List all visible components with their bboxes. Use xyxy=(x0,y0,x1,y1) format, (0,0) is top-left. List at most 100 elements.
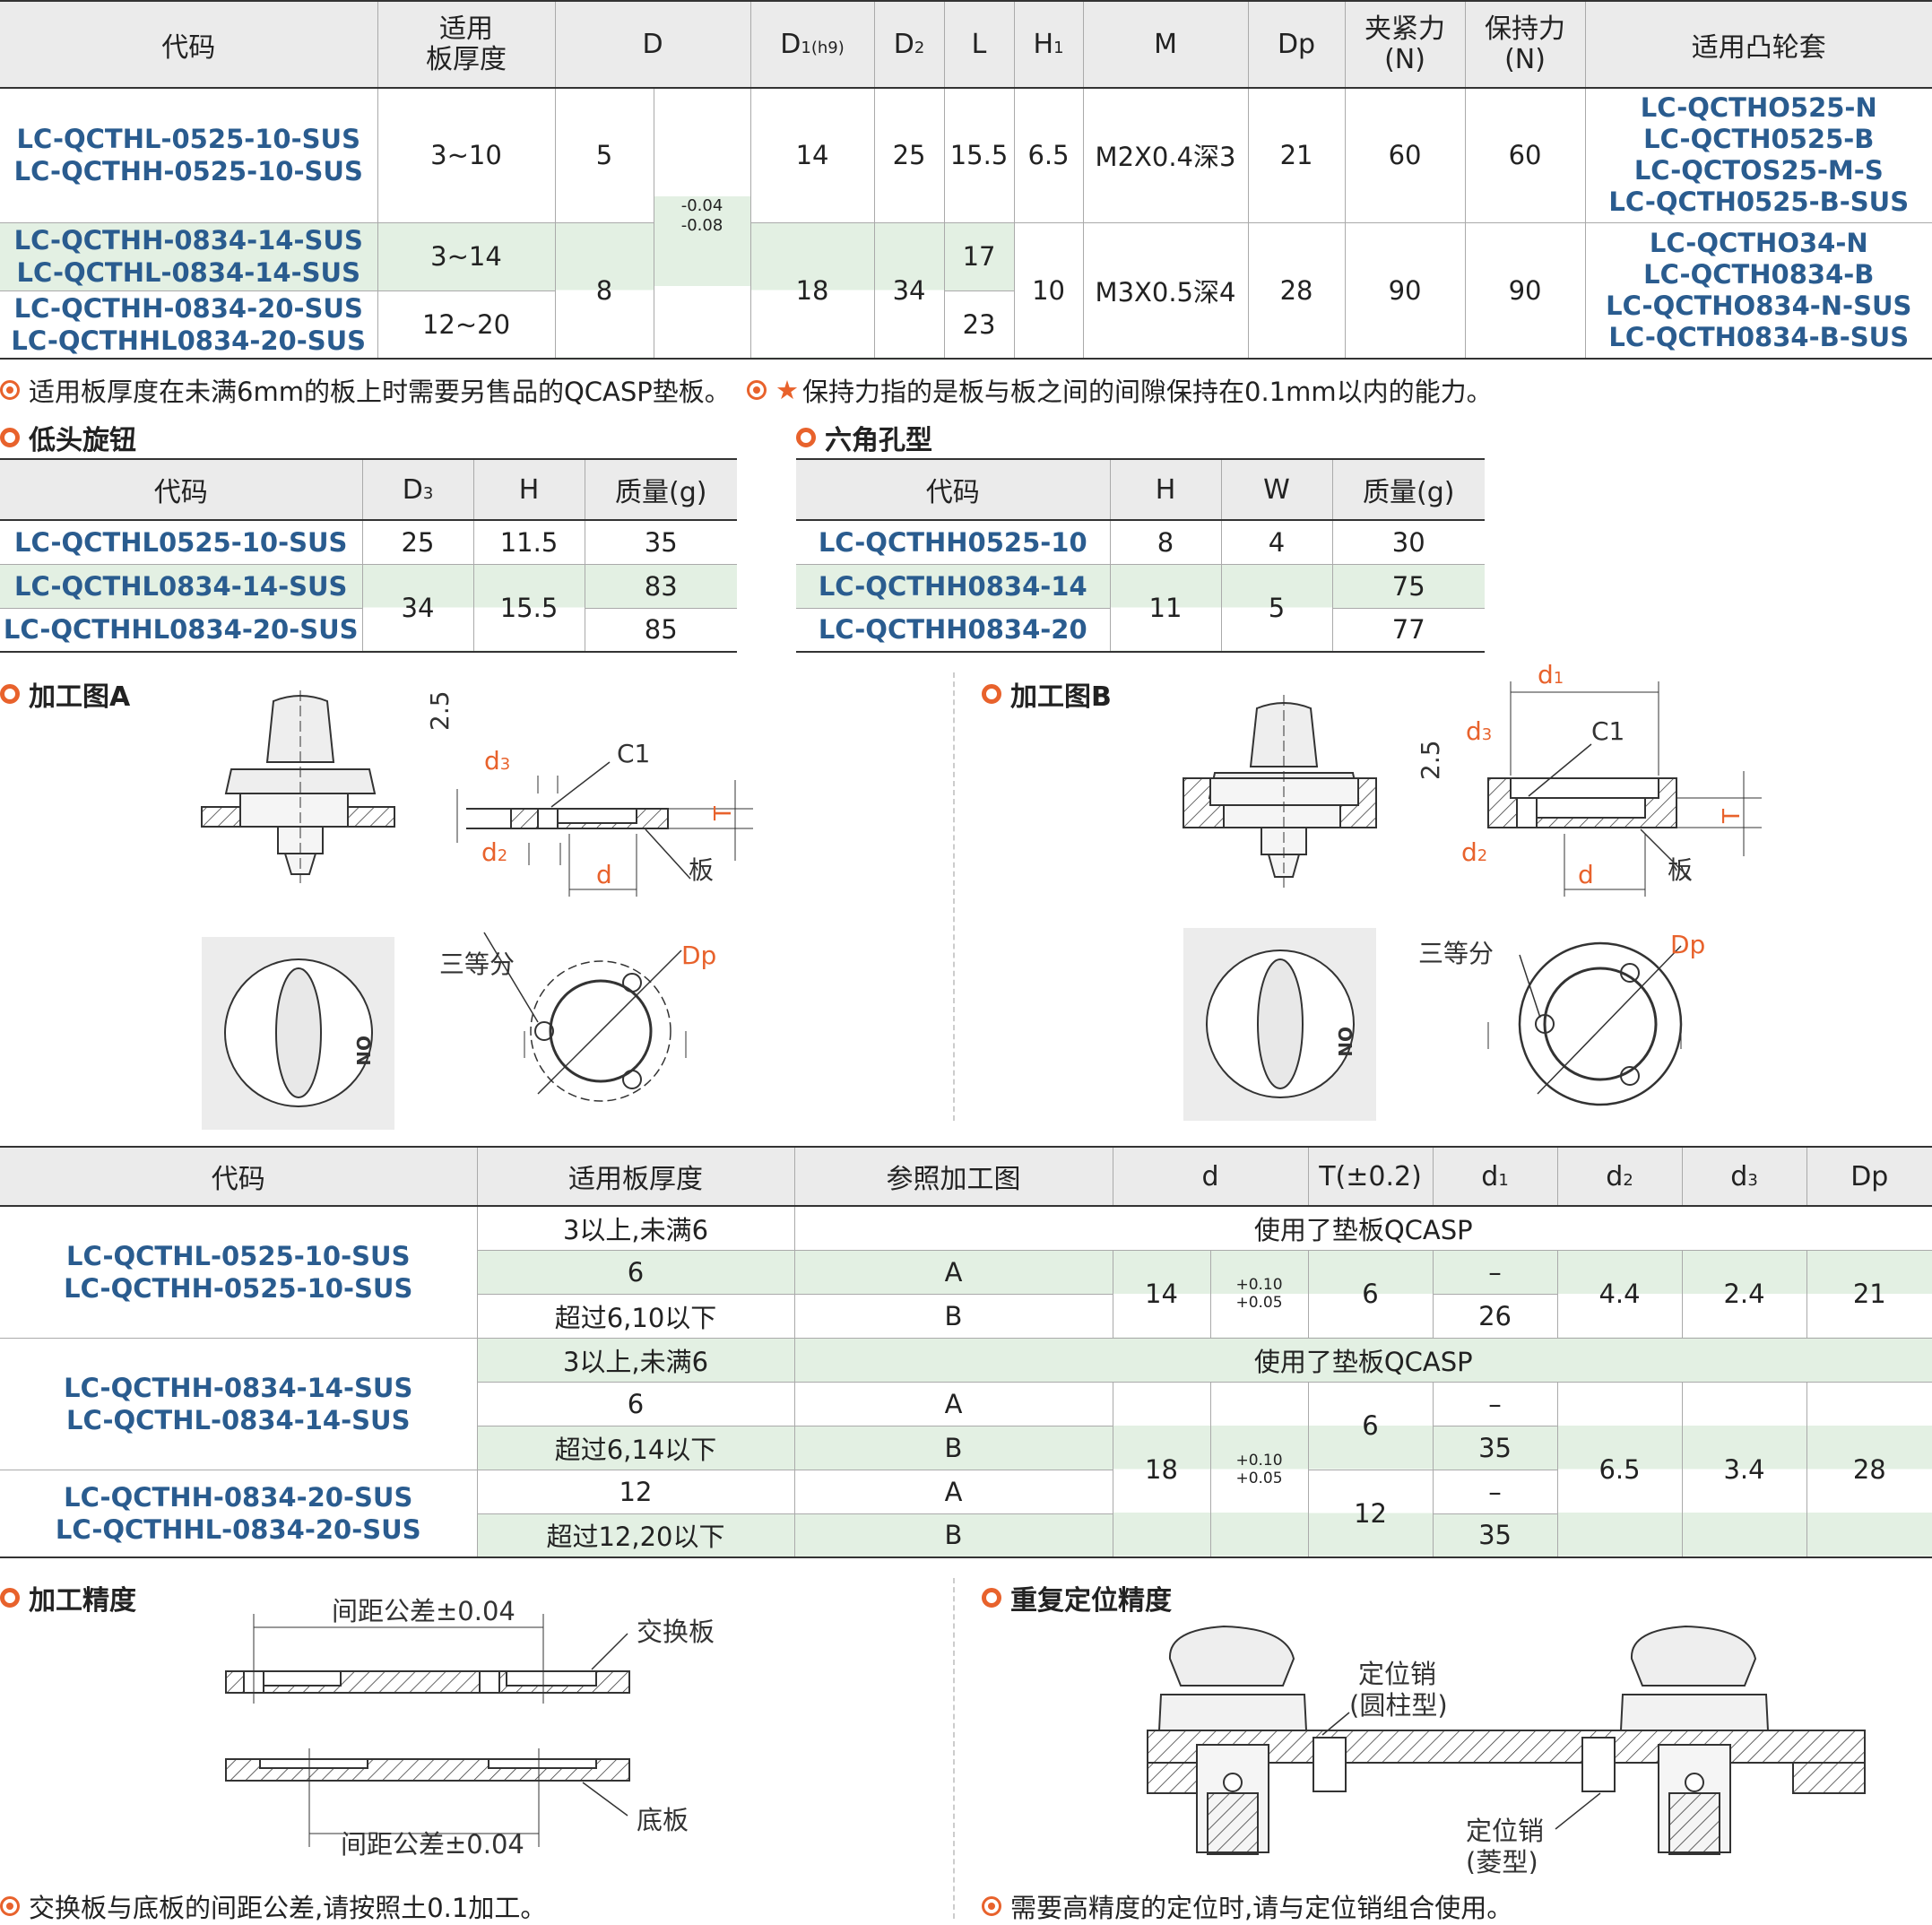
row1-hold: 60 xyxy=(1465,88,1586,222)
row1-H1: 6.5 xyxy=(1014,88,1084,222)
g2-D: 8 xyxy=(555,222,654,359)
mt-gA-r1-t: 3以上,未满6 xyxy=(477,1206,795,1250)
mt-hdr-Dp: Dp xyxy=(1850,1160,1889,1192)
g2-D1: 18 xyxy=(750,222,875,359)
knob-top-view-b: ON xyxy=(1183,928,1376,1121)
hx-row1-H: 8 xyxy=(1110,520,1222,564)
hdr-D: D xyxy=(555,1,751,88)
label-d1-b: d1 xyxy=(1538,663,1564,689)
mt-gC-r1-t: 12 xyxy=(477,1470,795,1513)
mt-gA-tol: +0.10 +0.05 xyxy=(1210,1250,1309,1338)
row1-M: M2X0.4深3 xyxy=(1083,88,1249,222)
mt-gA-r2-t: 6 xyxy=(477,1250,795,1294)
circle-bullet-icon xyxy=(0,428,20,447)
dim-2-5-a: 2.5 xyxy=(425,690,455,731)
section-drawing-a: 加工图A xyxy=(0,674,130,714)
row1-thickness: 3~10 xyxy=(377,88,556,222)
knob-on-label-a: ON xyxy=(352,1036,374,1066)
hdr-D2: D2 xyxy=(874,1,945,88)
mt-gB-r2-ref: A xyxy=(794,1382,1113,1426)
D-tolerance: -0.04 -0.08 xyxy=(654,88,751,359)
mt-gB-r2-t: 6 xyxy=(477,1382,795,1426)
mt-gC-r2-d1: 35 xyxy=(1433,1513,1558,1557)
label-c1-b: C1 xyxy=(1591,716,1624,746)
hx-row2-mass: 75 xyxy=(1391,570,1425,602)
lk-row1-H: 11.5 xyxy=(473,520,585,564)
hx-hdr-code: 代码 xyxy=(796,459,1111,520)
section-drawing-b: 加工图B xyxy=(982,674,1112,714)
drawing-b-figure: d1 2.5 d3 C1 d2 d 板 T ON 三等分 Dp xyxy=(1183,663,1762,1121)
hx-row1-W: 4 xyxy=(1221,520,1333,564)
mt-gA-r3-t: 超过6,10以下 xyxy=(477,1294,795,1338)
lk-hdr-D: D3 xyxy=(362,459,474,520)
g2-M: M3X0.5深4 xyxy=(1083,222,1249,359)
note-hold: ★保持力指的是板与板之间的间隙保持在0.1mm以内的能力。 xyxy=(747,371,1493,409)
mt-gA-r3-ref: B xyxy=(794,1294,1113,1338)
hx-row3-mass: 77 xyxy=(1391,614,1425,646)
mt-gB-T: 6 xyxy=(1308,1382,1434,1470)
label-Dp-a: Dp xyxy=(681,941,716,970)
mt-gC-r2-t: 超过12,20以下 xyxy=(477,1513,795,1557)
lk-hdr-mass: 质量(g) xyxy=(615,477,707,508)
mt-hdr-ref: 参照加工图 xyxy=(794,1147,1113,1206)
g2-H1: 10 xyxy=(1014,222,1084,359)
hdr-cam: 适用凸轮套 xyxy=(1691,31,1826,64)
tol-top-label: 间距公差±0.04 xyxy=(332,1596,515,1626)
mt-gA-qcasp: 使用了垫板QCASP xyxy=(1253,1214,1473,1245)
repeat-figure: 定位销 (圆柱型) 定位销 (菱型) xyxy=(1147,1625,1866,1874)
section-low-knob: 低头旋钮 xyxy=(0,418,136,457)
knob-top-view-a: ON xyxy=(202,937,394,1130)
dim-2-5-b: 2.5 xyxy=(1416,740,1445,780)
label-three-a: 三等分 xyxy=(439,949,515,979)
hdr-thickness: 适用 板厚度 xyxy=(377,1,556,88)
mt-hdr-T: T(±0.2) xyxy=(1308,1147,1434,1206)
circle-bullet-icon xyxy=(796,428,816,447)
bullet-icon xyxy=(982,1896,1001,1916)
label-d2-a: d2 xyxy=(481,837,507,867)
mt-gBC-d: 18 xyxy=(1113,1382,1211,1557)
row1-D: 5 xyxy=(555,88,654,222)
knob-side-view-b xyxy=(1183,695,1377,888)
note-thickness: 适用板厚度在未满6mm的板上时需要另售品的QCASP垫板。 xyxy=(0,371,731,409)
lk-hdr-H: H xyxy=(473,459,585,520)
mt-gA-r3-d1: 26 xyxy=(1433,1294,1558,1338)
mt-gB-r2-d1: – xyxy=(1433,1382,1558,1426)
mt-hdr-d2: d2 xyxy=(1557,1147,1683,1206)
circle-bullet-icon xyxy=(982,1588,1001,1608)
lk-g-D: 34 xyxy=(362,564,474,652)
row1-clamp: 60 xyxy=(1345,88,1466,222)
label-d-a: d xyxy=(596,860,612,889)
mt-gA-T: 6 xyxy=(1308,1250,1434,1338)
row1-D1: 14 xyxy=(750,88,875,222)
label-d-b: d xyxy=(1578,860,1594,889)
row3-L: 23 xyxy=(944,290,1015,359)
drawing-a-figure: 2.5 d3 C1 d2 d 板 T ON 三等分 Dp xyxy=(201,690,753,1130)
label-c1-a: C1 xyxy=(617,739,650,768)
mt-gC-r2-ref: B xyxy=(794,1513,1113,1557)
row2-L: 17 xyxy=(944,222,1015,290)
mt-gB-r3-ref: B xyxy=(794,1426,1113,1470)
pin-round-type: (圆柱型) xyxy=(1349,1690,1448,1721)
hdr-D1: D1(h9) xyxy=(750,1,875,88)
hex-hole-table: 代码 H W 质量(g) LC-QCTHH0525-10 8 4 30 LC-Q… xyxy=(796,458,1485,653)
g2-Dp: 28 xyxy=(1248,222,1346,359)
section-precision: 加工精度 xyxy=(0,1578,136,1617)
divider xyxy=(953,672,955,1121)
section-repeat: 重复定位精度 xyxy=(982,1578,1172,1617)
lk-row2-mass: 83 xyxy=(644,570,678,602)
row1-L: 15.5 xyxy=(944,88,1015,222)
hx-row3-code: LC-QCTHH0834-20 xyxy=(796,608,1111,652)
g2-hold: 90 xyxy=(1465,222,1586,359)
note-repeat: 需要高精度的定位时,请与定位销组合使用。 xyxy=(982,1887,1512,1925)
pin-diamond-label: 定位销 xyxy=(1466,1816,1544,1846)
label-Dp-b: Dp xyxy=(1670,930,1705,959)
mt-hdr-d: d xyxy=(1113,1147,1309,1206)
mt-gBC-Dp: 28 xyxy=(1806,1382,1932,1557)
knob-on-label-b: ON xyxy=(1334,1027,1356,1057)
section-hex-hole: 六角孔型 xyxy=(796,418,932,457)
label-T-a: T xyxy=(710,806,737,821)
